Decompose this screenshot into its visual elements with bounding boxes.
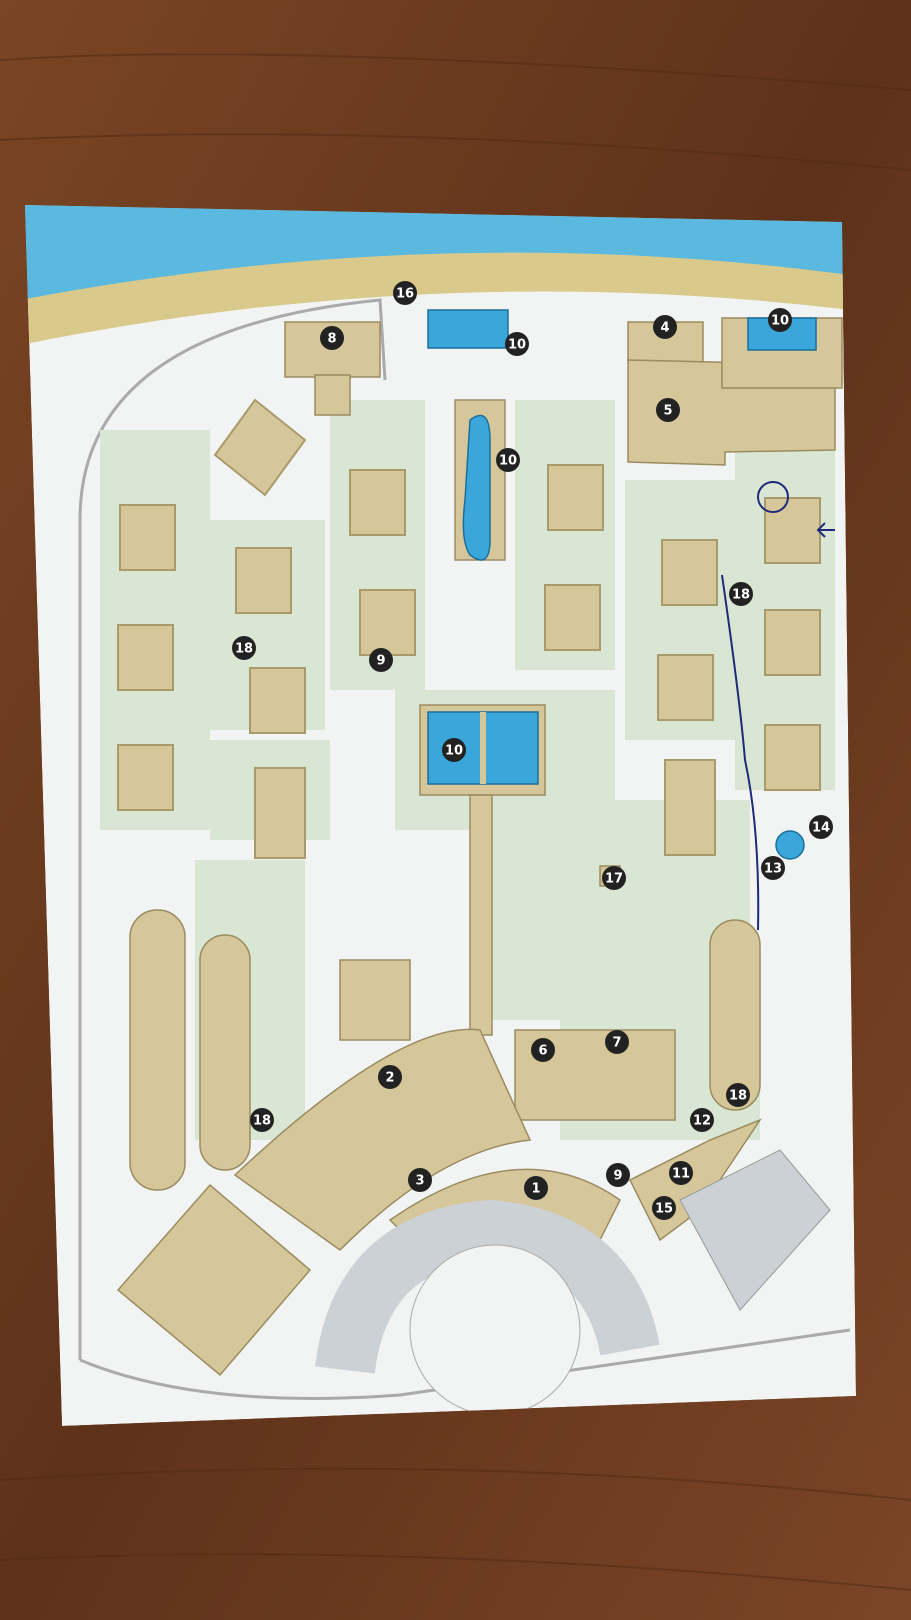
marker-circle [496,448,520,472]
map-marker-14[interactable]: 14 [809,815,833,839]
parking-lot [679,1149,831,1311]
marker-label: 18 [732,588,750,603]
marker-circle [505,332,529,356]
map-marker-12[interactable]: 12 [690,1108,714,1132]
marker-label: 9 [613,1169,622,1184]
marker-label: 13 [764,862,782,877]
map-marker-9[interactable]: 9 [606,1163,630,1187]
marker-label: 11 [672,1167,690,1182]
marker-label: 5 [663,404,672,419]
map-card: 16 8 10 4 10 5 10 18 18 9 10 14 13 17 6 7 2 18 12 18 11 3 1 9 15 [25,205,856,1426]
beach [25,252,850,345]
map-marker-13[interactable]: 13 [761,856,785,880]
marker-circle [726,1083,750,1107]
marker-label: 12 [693,1114,711,1129]
marker-label: 10 [508,338,526,353]
map-marker-10[interactable]: 10 [496,448,520,472]
marker-label: 7 [612,1036,621,1051]
marker-circle [442,738,466,762]
map-marker-18[interactable]: 18 [232,636,256,660]
map-markers: 16 8 10 4 10 5 10 18 18 9 10 14 13 17 6 7 2 18 12 18 11 3 1 9 15 [232,281,833,1220]
marker-circle [369,648,393,672]
marker-label: 8 [327,332,336,347]
marker-circle [393,281,417,305]
map-marker-6[interactable]: 6 [531,1038,555,1062]
marker-circle [602,866,626,890]
marker-circle [761,856,785,880]
marker-label: 3 [415,1174,424,1189]
marker-label: 10 [499,454,517,469]
marker-label: 17 [605,872,623,887]
marker-circle [378,1065,402,1089]
marker-circle [656,398,680,422]
map-marker-11[interactable]: 11 [669,1161,693,1185]
map-marker-5[interactable]: 5 [656,398,680,422]
map-marker-18[interactable]: 18 [726,1083,750,1107]
map-marker-10[interactable]: 10 [768,308,792,332]
marker-circle [653,315,677,339]
marker-circle [669,1161,693,1185]
marker-label: 15 [655,1202,673,1217]
marker-circle [232,636,256,660]
marker-label: 9 [376,654,385,669]
marker-label: 10 [771,314,789,329]
map-marker-1[interactable]: 1 [524,1176,548,1200]
map-marker-17[interactable]: 17 [602,866,626,890]
map-marker-18[interactable]: 18 [250,1108,274,1132]
marker-circle [531,1038,555,1062]
marker-label: 2 [385,1071,394,1086]
marker-circle [768,308,792,332]
marker-label: 18 [235,642,253,657]
map-marker-3[interactable]: 3 [408,1168,432,1192]
marker-circle [606,1163,630,1187]
marker-circle [605,1030,629,1054]
map-marker-9[interactable]: 9 [369,648,393,672]
pools [427,309,817,860]
map-marker-8[interactable]: 8 [320,326,344,350]
map-marker-4[interactable]: 4 [653,315,677,339]
marker-label: 10 [445,744,463,759]
marker-circle [690,1108,714,1132]
marker-circle [524,1176,548,1200]
marker-label: 6 [538,1044,547,1059]
marker-label: 18 [253,1114,271,1129]
map-marker-10[interactable]: 10 [442,738,466,762]
marker-label: 1 [531,1182,540,1197]
map-marker-18[interactable]: 18 [729,582,753,606]
marker-label: 14 [812,821,830,836]
map-marker-15[interactable]: 15 [652,1196,676,1220]
wood-grain [0,53,911,1591]
map-marker-2[interactable]: 2 [378,1065,402,1089]
map-marker-10[interactable]: 10 [505,332,529,356]
marker-label: 4 [660,321,669,336]
marker-circle [320,326,344,350]
marker-circle [408,1168,432,1192]
marker-label: 16 [396,287,414,302]
map-marker-16[interactable]: 16 [393,281,417,305]
marker-circle [652,1196,676,1220]
map-marker-7[interactable]: 7 [605,1030,629,1054]
marker-label: 18 [729,1089,747,1104]
pen-annotations [721,481,835,931]
marker-circle [250,1108,274,1132]
entrance-driveway [315,1199,660,1416]
marker-circle [729,582,753,606]
marker-circle [809,815,833,839]
